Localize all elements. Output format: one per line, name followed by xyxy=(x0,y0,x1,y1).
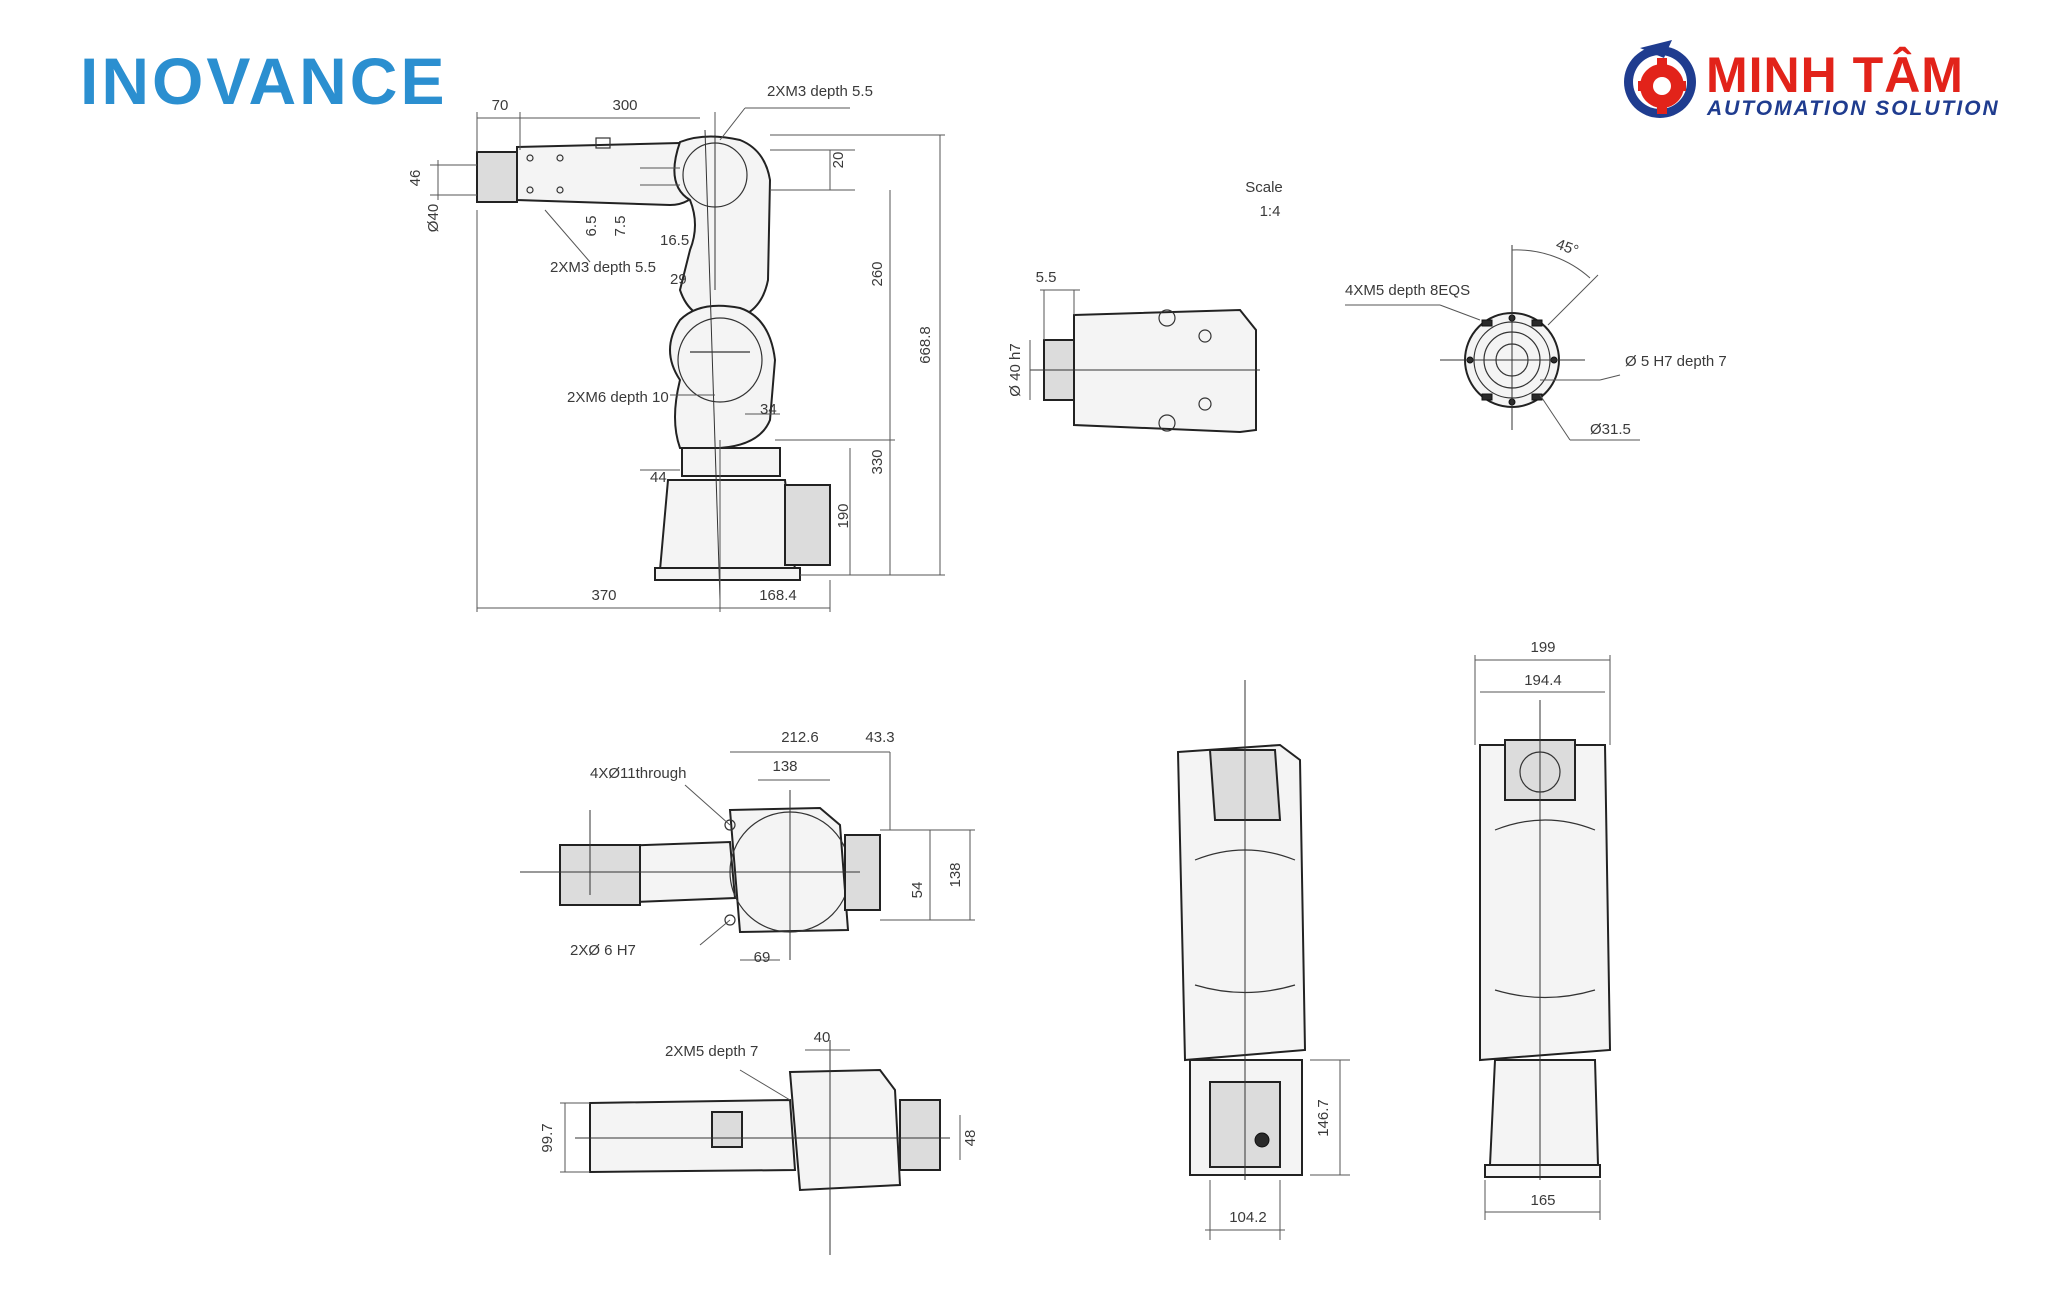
forearm-link xyxy=(516,141,701,207)
top-base xyxy=(728,806,850,934)
bottom-connector xyxy=(899,1099,941,1171)
dim-2xm6-depth: 2XM6 depth 10 xyxy=(567,389,669,406)
dim-4xm5-depth: 4XM5 depth 8EQS xyxy=(1345,282,1470,299)
dim-370: 370 xyxy=(591,587,616,604)
dim-212-6: 212.6 xyxy=(781,729,819,746)
dim-45-degree: 45° xyxy=(1554,236,1581,260)
top-view xyxy=(520,751,975,961)
shoulder-link xyxy=(669,304,777,449)
inovance-logo: INOVANCE xyxy=(80,44,447,118)
back-plate xyxy=(1484,1164,1601,1178)
dim-146-7: 146.7 xyxy=(1315,1099,1332,1137)
base-pedestal xyxy=(658,479,797,571)
dim-168-4: 168.4 xyxy=(759,587,797,604)
scale-value: 1:4 xyxy=(1260,203,1281,220)
gear-icon xyxy=(1624,40,1696,118)
dim-2xm3-depth-bottom: 2XM3 depth 5.5 xyxy=(550,259,656,276)
dim-69: 69 xyxy=(754,949,771,966)
dim-54: 54 xyxy=(909,882,926,899)
dim-40-bottom: 40 xyxy=(814,1029,831,1046)
flange-side-view xyxy=(1029,289,1260,434)
dim-7-5: 7.5 xyxy=(612,216,629,237)
dim-34: 34 xyxy=(760,401,777,418)
dim-48: 48 xyxy=(962,1130,979,1147)
scale-label: Scale xyxy=(1245,179,1283,196)
minh-tam-logo: MINH TÂM AUTOMATION SOLUTION xyxy=(1624,40,2000,120)
dim-2x-diameter-6-h7: 2XØ 6 H7 xyxy=(570,942,636,959)
dim-165: 165 xyxy=(1530,1192,1555,1209)
dim-104-2: 104.2 xyxy=(1229,1209,1267,1226)
dim-diameter-5-h7: Ø 5 H7 depth 7 xyxy=(1625,353,1727,370)
dim-2xm3-depth-top: 2XM3 depth 5.5 xyxy=(767,83,873,100)
base-connector-box xyxy=(784,484,831,566)
base-plate xyxy=(654,567,801,581)
bottom-view xyxy=(560,1040,961,1255)
minh-tam-logo-subtitle: AUTOMATION SOLUTION xyxy=(1706,97,2000,120)
dim-300: 300 xyxy=(612,97,637,114)
dim-46: 46 xyxy=(407,170,424,187)
dim-diameter-40: Ø40 xyxy=(425,204,442,232)
tool-flange xyxy=(476,151,518,203)
dim-2xm5-depth: 2XM5 depth 7 xyxy=(665,1043,758,1060)
minh-tam-logo-text: MINH TÂM xyxy=(1706,47,1964,103)
dim-138-top: 138 xyxy=(772,758,797,775)
upper-arm-link xyxy=(673,135,772,322)
dim-194-4: 194.4 xyxy=(1524,672,1562,689)
dim-199: 199 xyxy=(1530,639,1555,656)
dim-6-5: 6.5 xyxy=(583,216,600,237)
dim-260: 260 xyxy=(869,261,886,286)
dim-668-8: 668.8 xyxy=(917,326,934,364)
side-view xyxy=(430,107,945,612)
dim-330: 330 xyxy=(869,449,886,474)
dim-99-7: 99.7 xyxy=(539,1123,556,1152)
dim-4x-diameter-11: 4XØ11through xyxy=(590,765,686,782)
dim-diameter-40-h7: Ø 40 h7 xyxy=(1007,343,1024,396)
flange-face-view xyxy=(1345,245,1640,441)
back-view xyxy=(1474,655,1612,1220)
wrist-housing xyxy=(1073,308,1257,434)
inovance-logo-text: INOVANCE xyxy=(80,44,447,118)
dim-diameter-31-5: Ø31.5 xyxy=(1590,421,1631,438)
dim-138-side: 138 xyxy=(947,862,964,887)
front-arm xyxy=(1176,743,1307,1062)
dim-16-5: 16.5 xyxy=(660,232,689,249)
dim-20: 20 xyxy=(830,152,847,169)
dim-43-3: 43.3 xyxy=(865,729,894,746)
front-view xyxy=(1176,680,1350,1240)
base-collar xyxy=(681,447,781,477)
dim-29: 29 xyxy=(670,271,687,288)
dim-44: 44 xyxy=(650,469,667,486)
back-base xyxy=(1488,1059,1600,1166)
dim-5-5: 5.5 xyxy=(1036,269,1057,286)
bottom-panel xyxy=(711,1111,743,1148)
dim-190: 190 xyxy=(835,503,852,528)
bottom-base xyxy=(788,1068,902,1192)
dim-70: 70 xyxy=(492,97,509,114)
bottom-arm xyxy=(589,1098,797,1174)
